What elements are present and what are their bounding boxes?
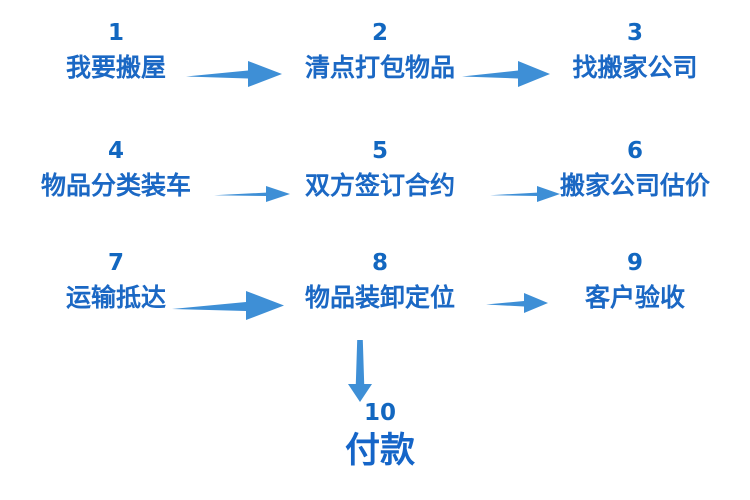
step-8[interactable]: 8 物品装卸定位: [258, 252, 502, 311]
step-3-label: 找搬家公司: [572, 53, 698, 82]
step-9[interactable]: 9 客户验收: [520, 252, 750, 311]
step-3[interactable]: 3 找搬家公司: [520, 22, 750, 81]
step-9-label: 客户验收: [584, 283, 685, 312]
arrow-right-icon-5-to-6: [490, 182, 560, 206]
step-5-label: 双方签订合约: [304, 171, 455, 200]
step-9-number: 9: [626, 250, 643, 276]
arrow-right-icon-7-to-8: [172, 288, 284, 322]
step-8-label: 物品装卸定位: [304, 283, 455, 312]
arrow-right-icon-8-to-9: [486, 290, 548, 316]
step-10-number: 10: [363, 400, 396, 426]
step-1[interactable]: 1 我要搬屋: [0, 22, 232, 81]
step-7-label: 运输抵达: [65, 283, 166, 312]
step-2-number: 2: [371, 20, 388, 46]
arrow-right-icon-4-to-5: [214, 182, 290, 206]
step-1-label: 我要搬屋: [65, 53, 166, 82]
step-6-label: 搬家公司估价: [559, 171, 710, 200]
step-5[interactable]: 5 双方签订合约: [258, 140, 502, 199]
arrow-right-icon-2-to-3: [462, 58, 550, 90]
step-4[interactable]: 4 物品分类装车: [0, 140, 232, 199]
step-4-number: 4: [107, 138, 124, 164]
step-7[interactable]: 7 运输抵达: [0, 252, 232, 311]
step-10-label: 付款: [344, 431, 415, 471]
step-5-number: 5: [371, 138, 388, 164]
step-10[interactable]: 10 付款: [258, 402, 502, 470]
step-3-number: 3: [626, 20, 643, 46]
step-2-label: 清点打包物品: [304, 53, 455, 82]
step-4-label: 物品分类装车: [40, 171, 191, 200]
step-7-number: 7: [107, 250, 124, 276]
step-8-number: 8: [371, 250, 388, 276]
step-2[interactable]: 2 清点打包物品: [258, 22, 502, 81]
step-1-number: 1: [107, 20, 124, 46]
arrow-right-icon-1-to-2: [186, 58, 282, 90]
arrow-down-icon-8-to-10: [345, 340, 375, 402]
step-6[interactable]: 6 搬家公司估价: [520, 140, 750, 199]
step-6-number: 6: [626, 138, 643, 164]
